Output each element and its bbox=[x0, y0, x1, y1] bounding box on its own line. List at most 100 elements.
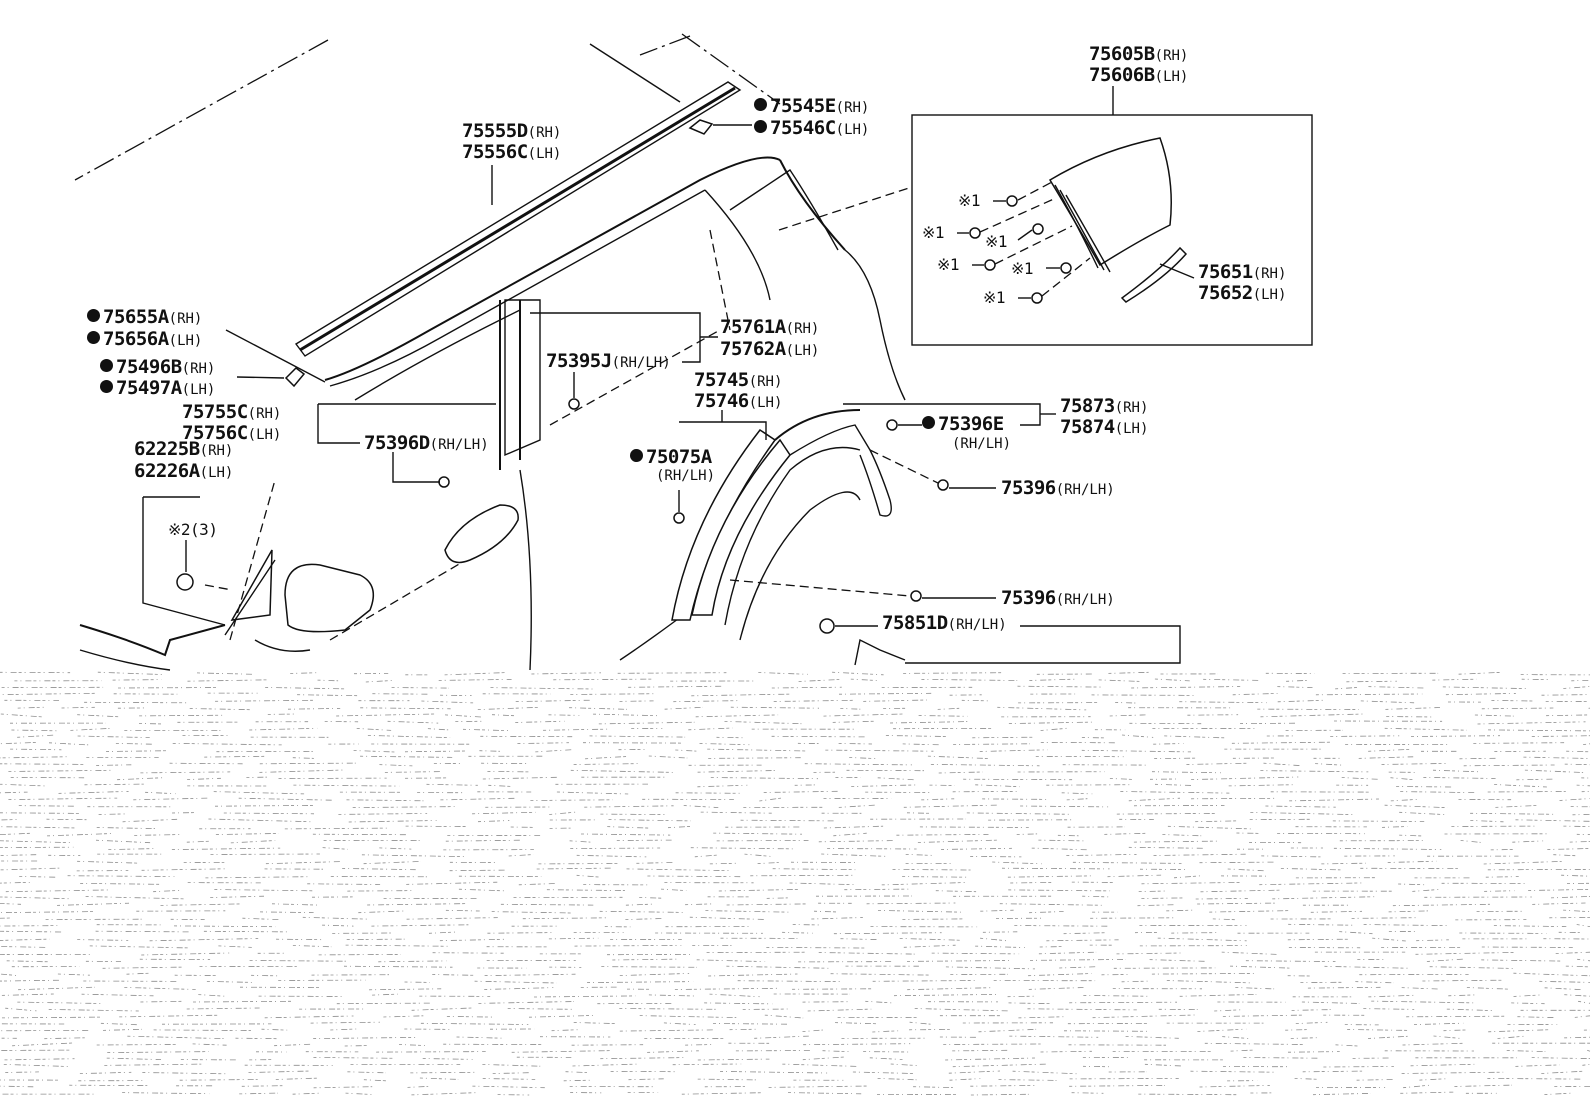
scan-noise-stroke bbox=[869, 1057, 903, 1060]
scan-noise-stroke bbox=[570, 769, 674, 773]
scan-noise-stroke bbox=[472, 811, 536, 815]
scan-noise-stroke bbox=[742, 1008, 789, 1010]
scan-noise-stroke bbox=[1040, 1050, 1092, 1053]
scan-noise-stroke bbox=[1131, 686, 1241, 689]
scan-noise-stroke bbox=[833, 832, 867, 837]
scan-noise-stroke bbox=[902, 918, 964, 920]
scan-noise-stroke bbox=[1333, 847, 1442, 850]
scan-noise-stroke bbox=[850, 678, 879, 681]
scan-noise-stroke bbox=[1141, 882, 1243, 885]
scan-noise-stroke bbox=[636, 862, 674, 864]
scan-noise-stroke bbox=[1555, 951, 1591, 954]
scan-noise-stroke bbox=[647, 875, 741, 878]
scan-noise-stroke bbox=[238, 797, 332, 801]
scan-noise-stroke bbox=[1229, 965, 1290, 969]
scan-noise-stroke bbox=[905, 854, 936, 856]
scan-noise-stroke bbox=[1531, 735, 1591, 737]
scan-noise-stroke bbox=[491, 911, 573, 914]
scan-noise-stroke bbox=[427, 728, 449, 731]
label-75656a: 75656A(LH) bbox=[87, 330, 202, 349]
b-pillar-garnish-75761a bbox=[504, 299, 541, 457]
scan-noise-stroke bbox=[404, 750, 467, 753]
scan-noise-stroke bbox=[1212, 918, 1236, 921]
scan-noise-stroke bbox=[1335, 687, 1358, 690]
scan-noise-stroke bbox=[1120, 791, 1230, 794]
scan-noise-stroke bbox=[46, 833, 113, 837]
scan-noise-stroke bbox=[141, 868, 226, 871]
scan-noise-stroke bbox=[0, 938, 50, 941]
label-75652: 75652(LH) bbox=[1198, 282, 1287, 304]
scan-noise-stroke bbox=[290, 672, 318, 674]
scan-noise-stroke bbox=[598, 721, 695, 725]
scan-noise-stroke bbox=[1250, 812, 1356, 815]
label-inset-clip-3: ※1 bbox=[985, 232, 1008, 251]
scan-noise-stroke bbox=[1061, 792, 1093, 795]
scan-noise-stroke bbox=[1381, 826, 1408, 828]
scan-noise-stroke bbox=[479, 750, 500, 752]
scan-noise-stroke bbox=[1493, 925, 1567, 927]
scan-noise-stroke bbox=[1563, 909, 1591, 913]
scan-noise-stroke bbox=[192, 1043, 227, 1046]
scan-noise-stroke bbox=[726, 903, 807, 906]
scan-noise-stroke bbox=[705, 910, 791, 913]
inset-clip-5 bbox=[1060, 262, 1072, 274]
scan-noise-stroke bbox=[440, 797, 516, 801]
scan-noise-stroke bbox=[1302, 1070, 1363, 1073]
scan-noise-stroke bbox=[945, 1057, 1036, 1061]
scan-noise-stroke bbox=[139, 714, 225, 717]
scan-noise-stroke bbox=[1272, 896, 1378, 900]
scan-noise-stroke bbox=[511, 1050, 613, 1053]
scan-noise-stroke bbox=[872, 980, 978, 982]
scan-noise-stroke bbox=[903, 944, 956, 948]
scan-noise-stroke bbox=[215, 699, 313, 702]
label-inset-clip-4: ※1 bbox=[937, 255, 960, 274]
scan-noise-stroke bbox=[218, 945, 252, 948]
scan-noise-stroke bbox=[833, 932, 942, 935]
scan-noise-stroke bbox=[367, 903, 469, 906]
scan-noise-stroke bbox=[1287, 1051, 1340, 1053]
scan-noise-stroke bbox=[982, 931, 1018, 933]
scan-noise-stroke bbox=[992, 861, 1042, 865]
scan-noise-stroke bbox=[84, 701, 188, 704]
scan-noise-stroke bbox=[1335, 1044, 1358, 1047]
scan-noise-stroke bbox=[1443, 1029, 1468, 1032]
scan-noise-stroke bbox=[608, 819, 691, 822]
scan-noise-stroke bbox=[140, 771, 231, 774]
scan-noise-stroke bbox=[421, 700, 474, 704]
scan-noise-stroke bbox=[356, 728, 392, 731]
scan-noise-stroke bbox=[317, 679, 339, 682]
scan-noise-stroke bbox=[1144, 1063, 1183, 1067]
scan-noise-stroke bbox=[1412, 889, 1439, 892]
scan-noise-stroke bbox=[8, 769, 112, 772]
scan-noise-stroke bbox=[863, 699, 928, 702]
scan-noise-stroke bbox=[1091, 694, 1195, 696]
scan-noise-stroke bbox=[491, 714, 515, 717]
scan-noise-stroke bbox=[246, 776, 268, 778]
scan-noise-stroke bbox=[949, 1078, 981, 1081]
scan-noise-stroke bbox=[17, 1001, 103, 1004]
scan-noise-stroke bbox=[1583, 743, 1591, 745]
scan-noise-stroke bbox=[105, 750, 170, 752]
scan-noise-stroke bbox=[438, 679, 512, 681]
scan-noise-stroke bbox=[1277, 699, 1326, 703]
scan-noise-stroke bbox=[838, 743, 873, 745]
scan-noise-stroke bbox=[302, 916, 371, 920]
scan-noise-stroke bbox=[1098, 679, 1140, 682]
scan-noise-stroke bbox=[930, 764, 1040, 767]
scan-noise-stroke bbox=[445, 839, 521, 842]
rear-quarter-glass-75605b bbox=[1048, 137, 1172, 267]
scan-noise-stroke bbox=[1547, 848, 1591, 850]
scan-noise-stroke bbox=[313, 1037, 416, 1039]
scan-noise-stroke bbox=[1186, 762, 1250, 765]
scan-noise-stroke bbox=[543, 728, 610, 731]
scan-noise-stroke bbox=[100, 1022, 137, 1026]
scan-noise-stroke bbox=[122, 1092, 210, 1095]
scan-noise-stroke bbox=[1260, 713, 1364, 718]
scan-noise-stroke bbox=[881, 882, 967, 886]
scan-noise-stroke bbox=[1356, 1079, 1393, 1081]
scan-noise-stroke bbox=[0, 692, 98, 696]
scan-noise-stroke bbox=[1523, 756, 1591, 759]
scan-noise-stroke bbox=[1116, 813, 1217, 815]
scan-noise-stroke bbox=[1368, 686, 1424, 689]
scan-noise-stroke bbox=[617, 672, 727, 674]
